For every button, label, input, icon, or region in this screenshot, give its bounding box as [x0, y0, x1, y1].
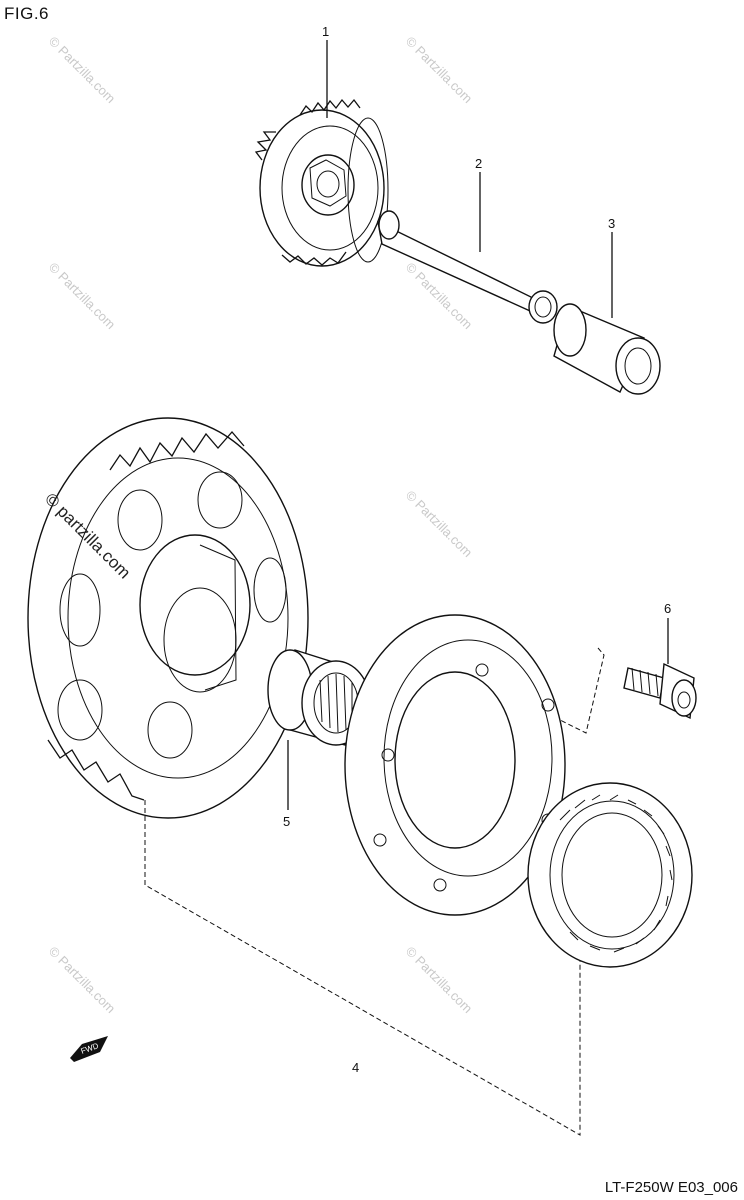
callout-5: 5	[283, 814, 290, 829]
part-1-idle-gear	[254, 98, 389, 267]
watermark-text: © Partzilla.com	[46, 34, 119, 107]
callout-1: 1	[322, 24, 329, 39]
watermark-text: © Partzilla.com	[403, 488, 476, 561]
part-3-bushing	[553, 303, 661, 395]
leader-lines	[144, 40, 669, 1136]
watermark-text: © Partzilla.com	[46, 260, 119, 333]
watermark-text: © Partzilla.com	[403, 944, 476, 1017]
callout-3: 3	[608, 216, 615, 231]
diagram-code: LT-F250W E03_006	[604, 1179, 738, 1196]
watermark-text: © Partzilla.com	[46, 944, 119, 1017]
callout-4: 4	[352, 1060, 359, 1075]
part-6-bolt	[623, 662, 697, 720]
one-way-clutch	[527, 782, 693, 968]
callout-labels: 1 2 3 4 5 6	[283, 24, 671, 1075]
forward-direction-badge: FWD	[70, 1036, 108, 1062]
watermark-text: © Partzilla.com	[403, 34, 476, 107]
callout-6: 6	[664, 601, 671, 616]
part-4-starter-driven-gear	[27, 417, 309, 819]
figure-title: FIG.6	[4, 4, 50, 23]
starter-clutch-housing	[344, 614, 566, 916]
part-5-needle-bearing	[267, 649, 371, 746]
part-2-shaft	[377, 210, 558, 324]
callout-2: 2	[475, 156, 482, 171]
